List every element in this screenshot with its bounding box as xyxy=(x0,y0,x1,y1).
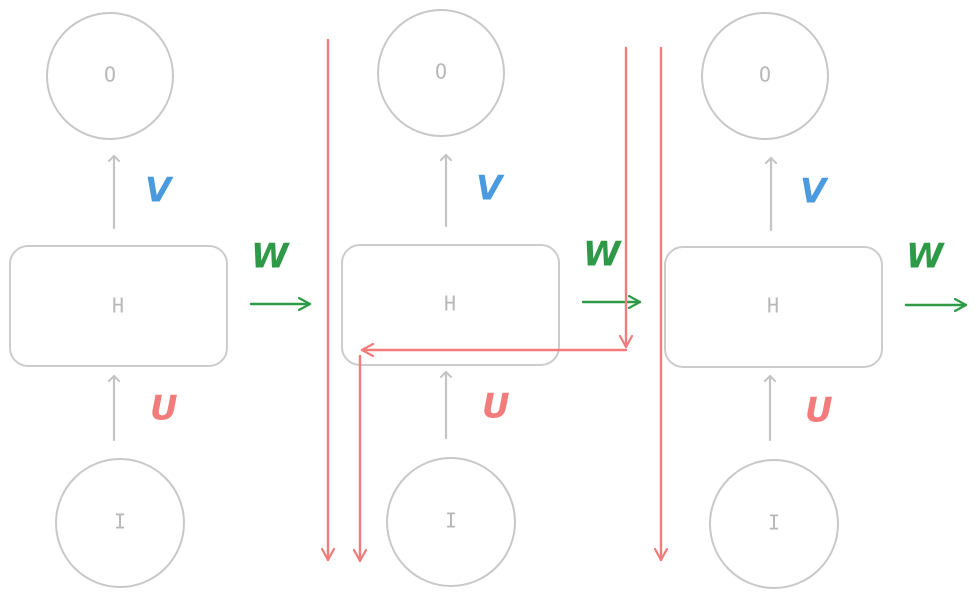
input-node xyxy=(55,458,185,588)
output-node-label: O xyxy=(759,63,771,87)
timestep-1: O V H U I W xyxy=(9,12,312,588)
output-node xyxy=(46,12,174,140)
weight-u-label: U xyxy=(482,387,510,427)
output-node-label: O xyxy=(435,60,447,84)
output-node-label: O xyxy=(104,63,116,87)
timestep-3: O V H U I W xyxy=(664,12,968,589)
weight-v-label: V xyxy=(145,171,174,211)
weight-w-label: W xyxy=(583,235,622,275)
input-node-label: I xyxy=(445,509,457,533)
hidden-node-label: H xyxy=(112,294,124,318)
input-node xyxy=(709,459,839,589)
timestep-2: O V H U I W xyxy=(341,9,642,587)
hidden-node xyxy=(9,245,228,367)
weight-v-label: V xyxy=(800,172,829,212)
hidden-node xyxy=(341,244,560,366)
weight-w-label: W xyxy=(906,237,945,277)
input-node-label: I xyxy=(768,511,780,535)
input-node xyxy=(386,457,516,587)
hidden-node-label: H xyxy=(767,294,779,318)
hidden-node xyxy=(664,246,883,368)
output-node xyxy=(701,12,829,140)
weight-w-label: W xyxy=(251,237,290,277)
backprop-arrows xyxy=(328,38,661,563)
output-node xyxy=(377,9,505,137)
weight-u-label: U xyxy=(150,389,178,429)
hidden-node-label: H xyxy=(444,292,456,316)
weight-v-label: V xyxy=(476,169,505,209)
input-node-label: I xyxy=(114,510,126,534)
weight-u-label: U xyxy=(805,391,833,431)
